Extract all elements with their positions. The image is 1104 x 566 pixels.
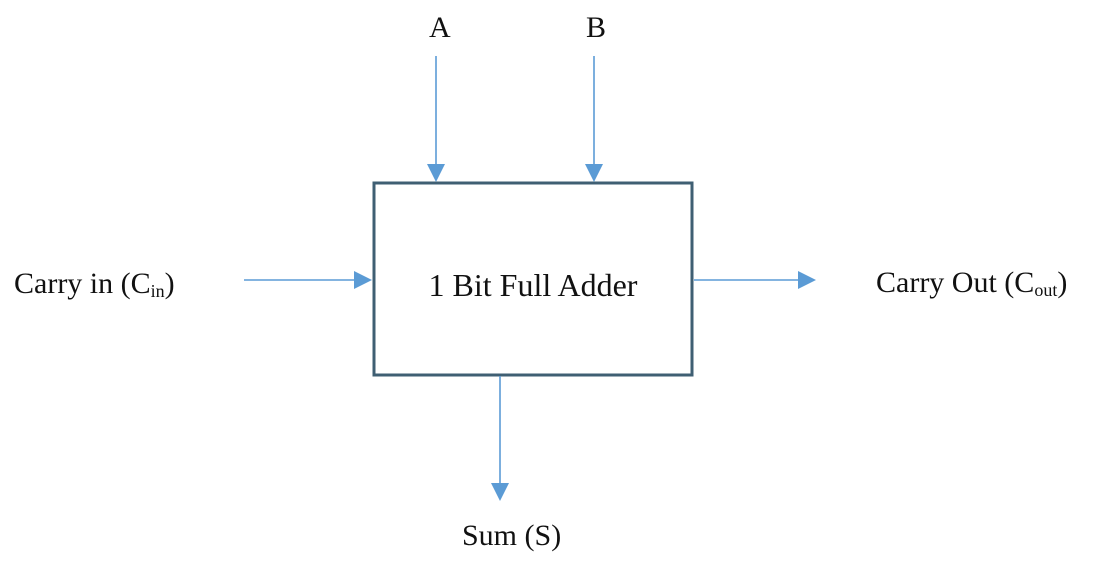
input-b-label: B xyxy=(586,11,607,44)
carry-in-label-prefix: Carry in (C xyxy=(14,267,151,300)
carry-in-label: Carry in (Cin) xyxy=(14,266,175,302)
carry-out-label-prefix: Carry Out (C xyxy=(876,266,1035,299)
sum-label: Sum (S) xyxy=(462,519,562,552)
adder-block-title: 1 Bit Full Adder xyxy=(428,267,638,303)
adder-block xyxy=(372,181,694,377)
carry-out-label-subscript: out xyxy=(1034,280,1058,300)
input-a-label: A xyxy=(429,11,451,44)
carry-in-label-subscript: in xyxy=(150,281,165,301)
carry-out-label-suffix: ) xyxy=(1057,266,1068,299)
carry-in-arrowhead xyxy=(354,271,372,289)
input-a-arrowhead xyxy=(427,164,445,182)
carry-out-label: Carry Out (Cout) xyxy=(876,265,1067,301)
input-b-arrowhead xyxy=(585,164,603,182)
carry-out-arrowhead xyxy=(798,271,816,289)
sum-arrowhead xyxy=(491,483,509,501)
carry-in-label-suffix: ) xyxy=(164,267,175,300)
